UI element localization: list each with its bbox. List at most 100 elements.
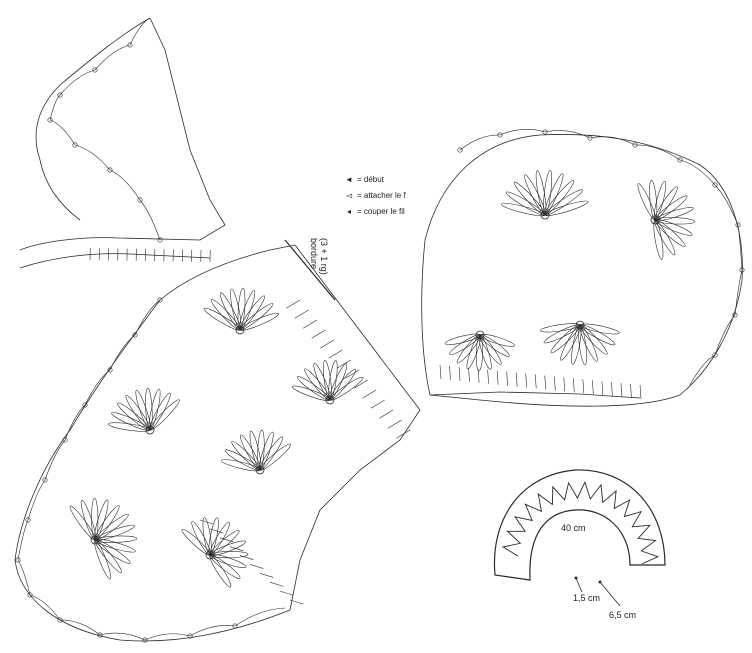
treble-bars-right bbox=[611, 382, 613, 397]
chain-loop-edge-picot bbox=[142, 637, 148, 643]
chain-loop-edge-picot bbox=[42, 477, 48, 483]
chain-loop-top bbox=[129, 17, 151, 46]
legend-start-row: ◄= début bbox=[343, 175, 384, 185]
border-label-count: (3 + 1 rg) bbox=[319, 238, 329, 275]
chain-loop-top-picot bbox=[127, 42, 133, 48]
fan-motif-b-petal bbox=[328, 360, 338, 401]
chain-loop-right bbox=[459, 134, 501, 151]
right-motif-diagram bbox=[421, 134, 743, 407]
legend-attach-label: = attacher le f bbox=[357, 191, 406, 200]
fan-motif-i-petal bbox=[571, 324, 582, 365]
border-label-group: bordure (3 + 1 rg) bbox=[309, 238, 329, 275]
treble-bars-right bbox=[487, 369, 489, 384]
legend-cut-row: ◂= couper le fil bbox=[343, 207, 405, 217]
treble-bars-inner bbox=[269, 581, 284, 587]
chart-decoration-layer bbox=[15, 17, 745, 643]
chain-loop-edge bbox=[144, 633, 191, 641]
fan-motif-g-center bbox=[540, 210, 550, 220]
treble-bars-edge bbox=[345, 369, 360, 379]
treble-bars-right bbox=[639, 384, 642, 399]
chain-loop-right-picot bbox=[587, 135, 593, 141]
fan-motif-f-petal bbox=[181, 528, 211, 556]
chain-loop-right-picot bbox=[632, 142, 638, 148]
fan-motif-a-petal bbox=[239, 312, 280, 331]
treble-bars-right bbox=[573, 378, 575, 393]
chain-loop-edge-picot bbox=[27, 592, 33, 598]
chain-loop-edge-picot bbox=[25, 517, 31, 523]
treble-bars-edge bbox=[379, 409, 394, 419]
fan-motif-h-petal bbox=[653, 219, 664, 260]
treble-bars-edge bbox=[303, 319, 318, 329]
fan-motif-a-center bbox=[235, 325, 245, 335]
chain-loop-top-picot bbox=[72, 142, 78, 148]
fan-motif-i-petal bbox=[579, 323, 620, 335]
chain-loop-edge-picot bbox=[15, 557, 21, 563]
chain-loop-right bbox=[634, 144, 681, 161]
chain-loop-top-picot bbox=[57, 92, 63, 98]
chain-loop-top bbox=[49, 94, 61, 121]
chain-loop-edge-picot bbox=[82, 402, 88, 408]
chain-loop-top bbox=[139, 199, 161, 241]
treble-bars-edge bbox=[311, 329, 326, 339]
chain-loop-edge-picot bbox=[57, 617, 63, 623]
chain-loop-edge bbox=[234, 607, 286, 627]
treble-bars-right bbox=[477, 368, 480, 383]
treble-bars-edge bbox=[328, 349, 343, 359]
treble-bars-right bbox=[563, 377, 566, 392]
legend-start-label: = début bbox=[357, 175, 384, 184]
treble-bars-right bbox=[496, 370, 499, 385]
treble-bars-inner bbox=[259, 573, 274, 578]
treble-bars-edge bbox=[396, 429, 411, 439]
cut-arrow-icon: ◂ bbox=[346, 207, 351, 216]
chain-loop-right-picot bbox=[542, 129, 548, 135]
fan-motif-e-petal bbox=[94, 539, 112, 580]
fan-motif-h-petal bbox=[654, 207, 694, 222]
chain-loop-right-picot bbox=[497, 132, 503, 138]
chain-loop-edge bbox=[109, 334, 136, 371]
treble-bars-inner bbox=[219, 537, 234, 543]
chain-loop-edge bbox=[99, 632, 146, 641]
collar-section-diagram bbox=[14, 239, 421, 642]
chain-loop-top-picot bbox=[107, 167, 113, 173]
chain-loop-edge bbox=[59, 619, 101, 636]
chain-loop-right-picot bbox=[677, 157, 683, 163]
fan-motif-c-center bbox=[145, 425, 155, 435]
band-measure-label: 1,5 cm bbox=[573, 593, 600, 603]
fan-motif-g-petal bbox=[544, 200, 589, 216]
chain-loop-edge bbox=[44, 439, 66, 481]
top-left-motif-diagram bbox=[19, 17, 226, 269]
chain-loop-edge bbox=[29, 594, 61, 621]
chain-loop-right-picot bbox=[712, 352, 718, 358]
fan-motif-f-center bbox=[205, 550, 215, 560]
fan-motif-e-center bbox=[90, 535, 100, 545]
treble-bars-inner bbox=[199, 519, 214, 525]
treble-bars-right bbox=[468, 367, 470, 382]
chain-loop-right bbox=[679, 159, 716, 186]
treble-bars-edge bbox=[387, 419, 402, 429]
treble-bars-right bbox=[553, 376, 556, 391]
chain-loop-right bbox=[499, 129, 546, 136]
treble-bars-edge bbox=[319, 339, 335, 349]
treble-bars-right bbox=[525, 373, 528, 388]
chain-loop-top bbox=[49, 119, 76, 146]
inner-measure-label: 40 cm bbox=[561, 523, 586, 533]
ruffle-band bbox=[501, 480, 660, 565]
outer-measure-label: 6,5 cm bbox=[609, 610, 636, 620]
chain-loop-top bbox=[94, 44, 131, 71]
treble-bars-edge bbox=[294, 309, 309, 319]
treble-bars-inner bbox=[209, 528, 224, 534]
treble-bars-right bbox=[601, 381, 604, 396]
treble-bars-inner bbox=[239, 555, 254, 560]
treble-bars-right bbox=[630, 384, 632, 399]
chain-loop-top bbox=[59, 69, 96, 96]
fan-motif-g-petal bbox=[500, 203, 546, 217]
treble-bars-edge bbox=[336, 359, 351, 369]
attach-arrow-icon: ◅ bbox=[345, 191, 353, 200]
chain-loop-right-picot bbox=[732, 312, 738, 318]
fan-motif-g-petal bbox=[535, 170, 547, 216]
chain-loop-right bbox=[689, 354, 716, 386]
treble-bars-inner bbox=[279, 590, 294, 596]
treble-bars-right bbox=[534, 374, 537, 389]
fan-motif-j-petal bbox=[444, 333, 481, 345]
